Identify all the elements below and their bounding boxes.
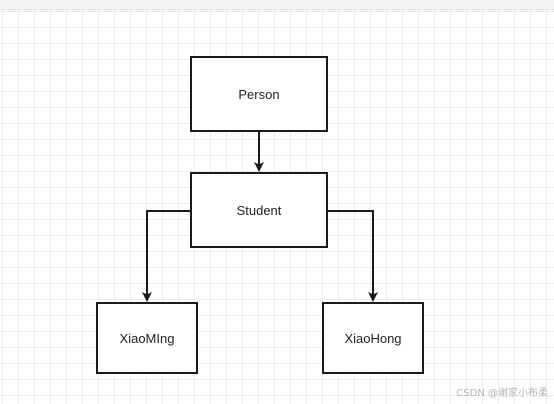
watermark-text: CSDN @谢家小布柔: [456, 388, 548, 399]
edge-student-xiaoming[interactable]: [142, 210, 191, 302]
node-student[interactable]: Student: [190, 172, 328, 248]
node-xiaohong[interactable]: XiaoHong: [322, 302, 424, 374]
node-xiaoming[interactable]: XiaoMIng: [96, 302, 198, 374]
top-toolbar-strip: [0, 0, 554, 10]
edge-student-xiaohong[interactable]: [327, 210, 378, 302]
node-person-label: Person: [238, 86, 280, 102]
node-xiaoming-label: XiaoMIng: [119, 330, 175, 346]
node-xiaohong-label: XiaoHong: [344, 330, 402, 346]
node-person[interactable]: Person: [190, 56, 328, 132]
node-student-label: Student: [236, 202, 282, 218]
